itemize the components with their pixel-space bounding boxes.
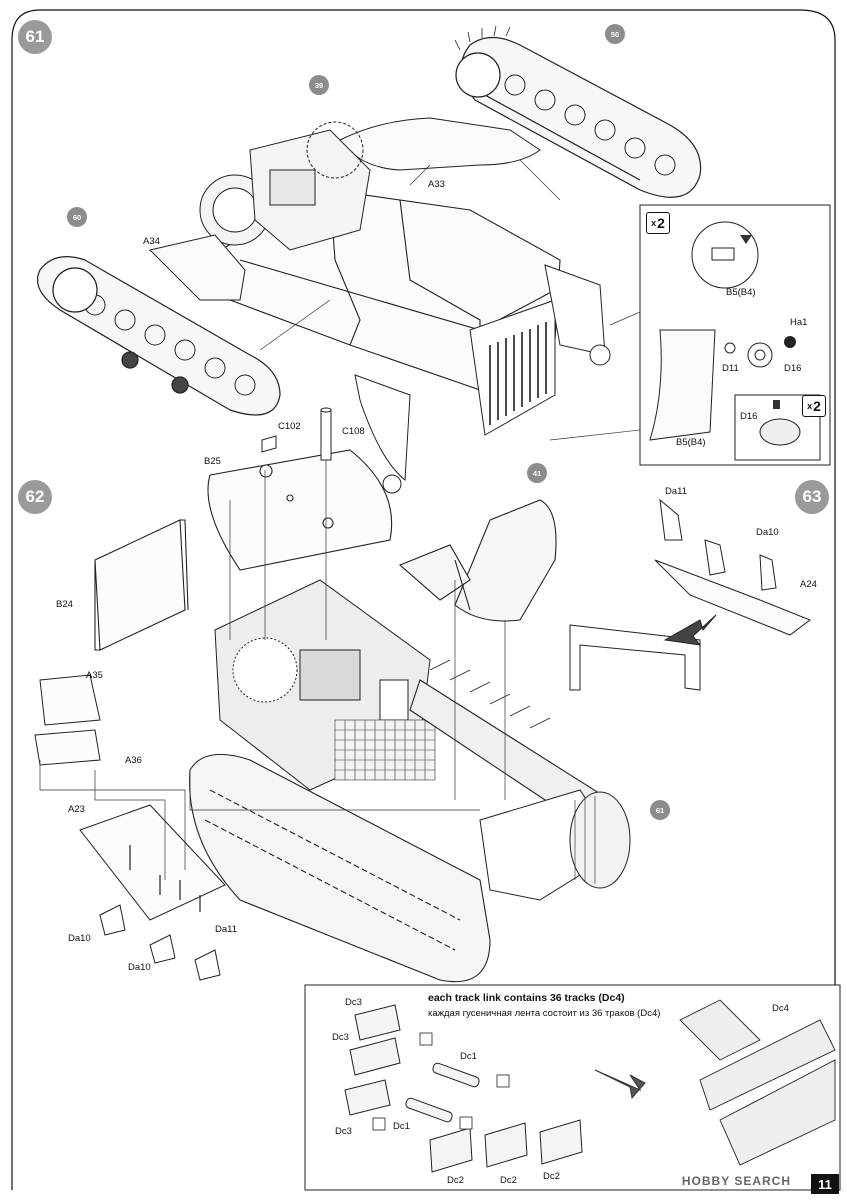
part-c108 xyxy=(261,407,332,461)
track-note-english: each track link contains 36 tracks (Dc4) xyxy=(428,992,625,1004)
step-63-parts xyxy=(569,498,812,691)
part-b25 xyxy=(207,449,393,571)
part-a33 xyxy=(339,117,541,171)
label-b5-bottom: B5(B4) xyxy=(676,437,706,448)
label-dc3-c: Dc3 xyxy=(335,1126,352,1137)
label-dc1-a: Dc1 xyxy=(460,1051,477,1062)
label-dc2-a: Dc2 xyxy=(447,1175,464,1186)
seat xyxy=(398,499,557,622)
label-dc2-c: Dc2 xyxy=(543,1171,560,1182)
label-a33: A33 xyxy=(428,179,445,190)
ref-60: 60 xyxy=(67,207,87,227)
label-a23: A23 xyxy=(68,804,85,815)
label-da10-a: Da10 xyxy=(68,933,91,944)
ref-61: 61 xyxy=(650,800,670,820)
x-label: x xyxy=(651,218,657,228)
x-count: 2 xyxy=(657,215,665,231)
inset-box-61 xyxy=(639,204,831,466)
part-a23 xyxy=(79,804,226,921)
label-d16-b: D16 xyxy=(740,411,758,422)
side-panel xyxy=(544,264,611,366)
track-note-russian: каждая гусеничная лента состоит из 36 тр… xyxy=(428,1008,661,1019)
leader-lines-62 xyxy=(39,460,506,880)
watermark: HOBBY SEARCH xyxy=(681,1174,791,1188)
label-b5-top: B5(B4) xyxy=(726,287,756,298)
step-number-63: 63 xyxy=(795,480,829,514)
label-dc4: Dc4 xyxy=(772,1003,789,1014)
label-dc3-a: Dc3 xyxy=(345,997,362,1008)
part-b24 xyxy=(94,519,189,651)
ref-50: 50 xyxy=(605,24,625,44)
label-a35: A35 xyxy=(86,670,103,681)
label-b25: B25 xyxy=(204,456,221,467)
label-dc2-b: Dc2 xyxy=(500,1175,517,1186)
label-d11: D11 xyxy=(722,363,739,374)
part-a35-a36 xyxy=(34,674,101,766)
right-track-assembly xyxy=(454,25,702,198)
step-number-62: 62 xyxy=(18,480,52,514)
label-d16-a: D16 xyxy=(784,363,802,374)
x-label: x xyxy=(807,401,813,411)
radiator xyxy=(469,299,556,436)
ref-39: 39 xyxy=(309,75,329,95)
track-inset xyxy=(304,984,841,1191)
leader-lines-61 xyxy=(259,159,641,441)
label-dc1-b: Dc1 xyxy=(393,1121,410,1132)
ref-41: 41 xyxy=(527,463,547,483)
deck-grid xyxy=(334,719,436,781)
label-a36: A36 xyxy=(125,755,142,766)
track-chassis xyxy=(189,659,611,983)
brackets-62 xyxy=(99,904,221,981)
label-b24: B24 xyxy=(56,599,73,610)
label-a34: A34 xyxy=(143,236,160,247)
left-track-assembly xyxy=(36,256,281,416)
label-c108: C108 xyxy=(342,426,365,437)
winch xyxy=(479,789,631,901)
label-da10-b: Da10 xyxy=(128,962,151,973)
page-number: 11 xyxy=(811,1174,839,1194)
x-count: 2 xyxy=(813,398,821,414)
transmission-cluster xyxy=(199,121,371,251)
part-a34 xyxy=(149,234,246,301)
label-da11-top: Da11 xyxy=(665,486,688,497)
label-dc3-b: Dc3 xyxy=(332,1032,349,1043)
page-frame xyxy=(11,9,836,1190)
label-a24: A24 xyxy=(800,579,817,590)
fender-plate xyxy=(354,374,411,494)
label-da11-a: Da11 xyxy=(215,924,238,935)
label-c102: C102 xyxy=(278,421,301,432)
step-number-61: 61 xyxy=(18,20,52,54)
label-ha1: Ha1 xyxy=(790,317,808,328)
label-da10-top: Da10 xyxy=(756,527,779,538)
